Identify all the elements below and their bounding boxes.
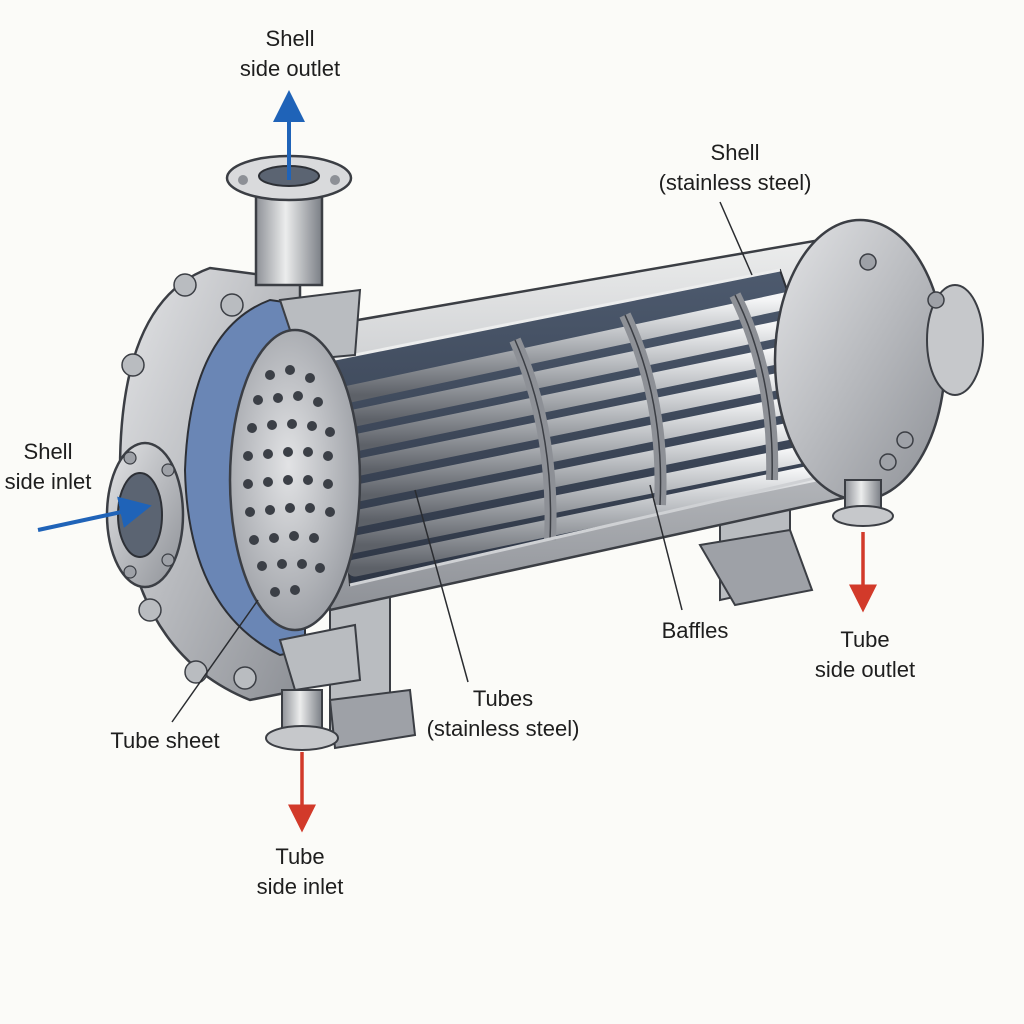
tube-sheet bbox=[228, 328, 362, 632]
shell-flow-arrows bbox=[37, 90, 305, 532]
baffles bbox=[509, 292, 779, 541]
shell-side-outlet-nozzle bbox=[225, 154, 353, 287]
leader-lines bbox=[171, 201, 753, 723]
label-tube-side-outlet: Tube side outlet bbox=[814, 627, 916, 682]
shell-inlet-arrow bbox=[37, 496, 152, 532]
label-shell: Shell (stainless steel) bbox=[658, 140, 812, 195]
label-shell-side-outlet: Shell side outlet bbox=[239, 26, 341, 81]
leader-tubes bbox=[414, 489, 469, 683]
tube-flow-arrows bbox=[288, 532, 877, 833]
leader-tube-sheet bbox=[171, 599, 259, 723]
shell-wall-edges bbox=[329, 268, 851, 587]
label-tubes: Tubes (stainless steel) bbox=[426, 686, 580, 741]
label-tube-side-inlet: Tube side inlet bbox=[256, 844, 344, 899]
tube-bundle bbox=[336, 291, 839, 577]
flange-bolts bbox=[121, 273, 257, 690]
label-tube-sheet: Tube sheet bbox=[110, 728, 220, 753]
tube-side-outlet-nozzle bbox=[832, 479, 894, 527]
rear-head-flange bbox=[773, 218, 984, 502]
label-shell-side-inlet: Shell side inlet bbox=[4, 439, 92, 494]
tube-side-inlet-nozzle bbox=[265, 689, 339, 751]
leader-baffles bbox=[649, 484, 683, 611]
label-baffles: Baffles bbox=[661, 618, 729, 643]
shell-side-inlet-nozzle bbox=[105, 441, 185, 589]
leader-shell bbox=[719, 201, 753, 276]
